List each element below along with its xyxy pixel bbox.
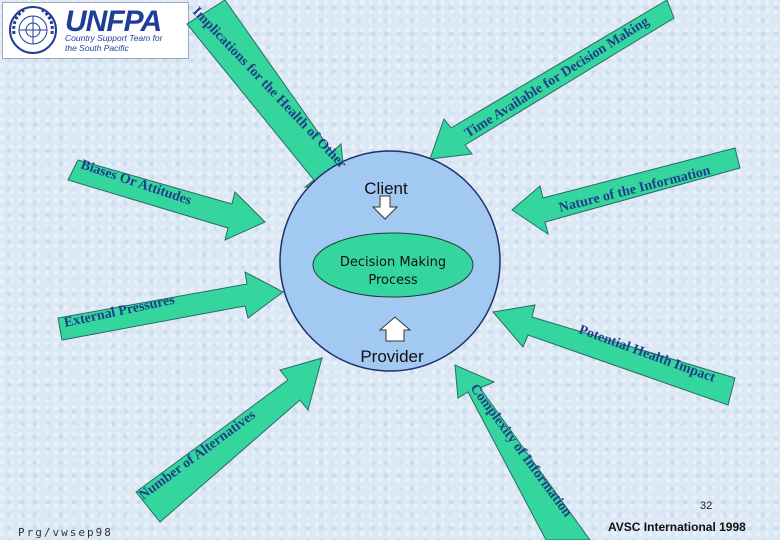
- logo-subtitle-line2: the South Pacific: [65, 43, 129, 53]
- footer-code: Prg/vwsep98: [18, 526, 113, 539]
- decision-label-line2: Process: [368, 273, 418, 288]
- footer-credit: AVSC International 1998: [608, 520, 746, 534]
- arrow-alternatives: [135, 357, 323, 523]
- arrow-time: [429, 0, 675, 160]
- un-emblem-icon: [9, 6, 57, 54]
- decision-ellipse: [312, 232, 474, 298]
- arrow-nature: [511, 147, 741, 236]
- provider-label: Provider: [360, 347, 424, 366]
- decision-label-line1: Decision Making: [340, 255, 446, 270]
- time-label: Time Available for Decision Making: [462, 14, 652, 141]
- logo-wordmark: UNFPA: [65, 5, 162, 38]
- provider-up-arrow: [378, 316, 412, 342]
- client-label: Client: [364, 179, 408, 198]
- arrow-potential: [492, 304, 736, 406]
- logo-subtitle-line1: Country Support Team for: [65, 33, 163, 43]
- page-number: 32: [700, 500, 713, 512]
- arrow-biases: [67, 159, 266, 241]
- arrow-external: [57, 271, 284, 341]
- arrow-complexity: [454, 364, 591, 540]
- complexity-label: Complexity of Information: [467, 381, 575, 520]
- unfpa-logo: UNFPA Country Support Team for the South…: [2, 2, 189, 59]
- client-down-arrow: [371, 195, 399, 220]
- logo-subtitle: Country Support Team for the South Pacif…: [65, 33, 185, 53]
